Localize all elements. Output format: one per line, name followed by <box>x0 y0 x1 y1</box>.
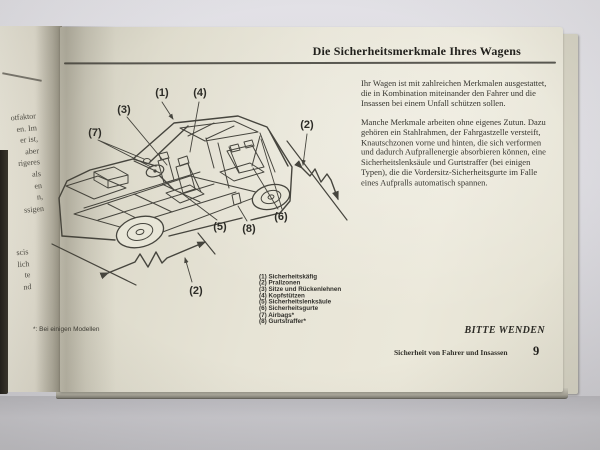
legend-item-2: (2) Prallzonen <box>259 279 301 287</box>
front-wheel <box>115 215 165 249</box>
features-paragraph: Manche Merkmale arbeiten ohne eigenes Zu… <box>361 117 546 188</box>
legend-item-8: (8) Gurtstraffer* <box>259 317 306 325</box>
footer-section-title: Sicherheit von Fahrer und Insassen <box>394 349 508 358</box>
callout-3: (3) <box>117 104 131 116</box>
callout-2-front: (2) <box>189 285 203 297</box>
page-title: Die Sicherheitsmerkmale Ihres Wagens <box>312 44 521 58</box>
crumple-zone-arrows <box>51 140 348 286</box>
legend-item-4: (4) Kopfstützen <box>259 292 305 300</box>
page-number: 9 <box>533 344 540 358</box>
book-cover-edge <box>0 150 8 394</box>
legend-item-5: (5) Sicherheitslenksäule <box>259 298 332 306</box>
legend-item-3: (3) Sitze und Rückenlehnen <box>259 286 342 294</box>
body-text-column: Ihr Wagen ist mit zahlreichen Merkmalen … <box>361 79 549 218</box>
callout-5: (5) <box>213 221 227 233</box>
callout-7: (7) <box>88 127 102 139</box>
chassis-frame <box>65 166 265 237</box>
callout-1: (1) <box>155 87 169 99</box>
diagram-legend: (1) Sicherheitskäfig (2) Prallzonen (3) … <box>259 274 359 355</box>
left-page: otfaktor en. Im er ist, aber rigeres als… <box>0 26 62 392</box>
callout-labels: (1) (4) (3) (7) (2) (5) (8) (6) (2) <box>88 87 314 297</box>
car-interior <box>133 120 276 206</box>
legend-item-1: (1) Sicherheitskäfig <box>259 273 318 281</box>
callout-leader-lines <box>97 101 308 283</box>
callout-6: (6) <box>274 211 288 223</box>
table-surface <box>0 396 600 450</box>
intro-paragraph: Ihr Wagen ist mit zahlreichen Merkmalen … <box>361 79 547 109</box>
turn-page-note: BITTE WENDEN <box>464 325 545 336</box>
steering-wheel <box>145 164 175 191</box>
callout-8: (8) <box>242 223 256 235</box>
callout-2-rear: (2) <box>300 119 314 131</box>
page-stack-edge <box>56 388 568 399</box>
legend-item-6: (6) Sicherheitsgurte <box>259 305 319 313</box>
left-page-header-rule <box>2 72 42 82</box>
legend-item-7: (7) Airbags* <box>259 311 295 319</box>
car-safety-diagram: (1) (4) (3) (7) (2) (5) (8) (6) (2) <box>51 87 348 297</box>
footnote: *: Bei einigen Modellen <box>33 326 100 334</box>
callout-4: (4) <box>193 87 207 99</box>
manual-page <box>60 27 563 392</box>
